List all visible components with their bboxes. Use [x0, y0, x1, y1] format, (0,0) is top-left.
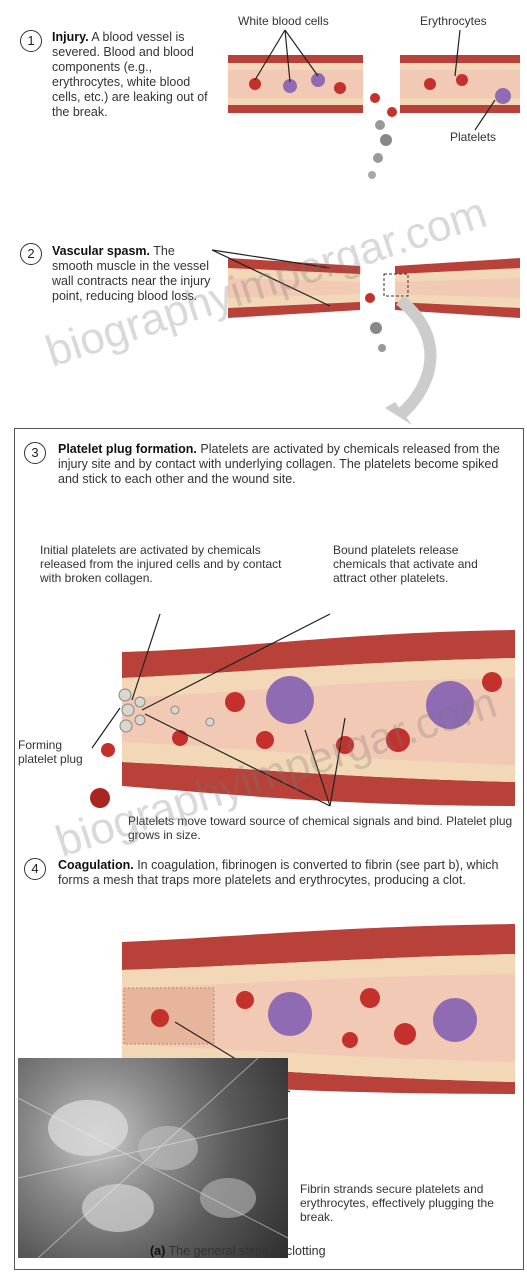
- erythrocyte: [334, 82, 346, 94]
- sem-micrograph-image: [18, 1058, 288, 1258]
- erythrocyte: [394, 1023, 416, 1045]
- step-3-title: Platelet plug formation.: [58, 442, 197, 456]
- label-platelets-move: Platelets move toward source of chemical…: [128, 814, 513, 842]
- figure-caption: (a) The general steps of clotting: [150, 1244, 326, 1259]
- leaking-erythrocyte: [370, 93, 380, 103]
- erythrocyte: [236, 991, 254, 1009]
- step-1-illustration: [0, 0, 527, 200]
- leaking-erythrocyte: [365, 293, 375, 303]
- erythrocyte: [225, 692, 245, 712]
- white-blood-cell: [426, 681, 474, 729]
- leaking-platelet: [368, 171, 376, 179]
- white-blood-cell: [433, 998, 477, 1042]
- step-4-description: Coagulation. In coagulation, fibrinogen …: [58, 858, 513, 888]
- leaking-platelet: [375, 120, 385, 130]
- zoom-arrow: [400, 300, 430, 415]
- white-blood-cell: [268, 992, 312, 1036]
- erythrocyte: [424, 78, 436, 90]
- leaking-platelet: [378, 344, 386, 352]
- erythrocyte: [386, 728, 410, 752]
- erythrocyte: [482, 672, 502, 692]
- erythrocyte: [456, 74, 468, 86]
- step-3-illustration: [0, 610, 527, 830]
- label-bound-platelets: Bound platelets release chemicals that a…: [333, 543, 513, 585]
- erythrocyte: [336, 736, 354, 754]
- erythrocyte: [256, 731, 274, 749]
- leaking-erythrocyte: [90, 788, 110, 808]
- caption-text: The general steps of clotting: [169, 1244, 326, 1258]
- fibrin-clot: [124, 988, 214, 1044]
- step-4-title: Coagulation.: [58, 858, 134, 872]
- erythrocyte: [342, 1032, 358, 1048]
- white-blood-cell: [495, 88, 511, 104]
- leaking-platelet: [380, 134, 392, 146]
- step-2-illustration: [0, 230, 527, 430]
- caption-letter: (a): [150, 1244, 165, 1258]
- step-3-description: Platelet plug formation. Platelets are a…: [58, 442, 513, 487]
- leaking-platelet: [373, 153, 383, 163]
- erythrocyte: [360, 988, 380, 1008]
- label-initial-platelets: Initial platelets are activated by chemi…: [40, 543, 290, 585]
- erythrocyte: [151, 1009, 169, 1027]
- step-3-number: 3: [24, 442, 46, 464]
- white-blood-cell: [266, 676, 314, 724]
- erythrocyte: [172, 730, 188, 746]
- label-fibrin-strands: Fibrin strands secure platelets and eryt…: [300, 1182, 515, 1224]
- leaking-erythrocyte: [101, 743, 115, 757]
- step-4-number: 4: [24, 858, 46, 880]
- leaking-erythrocyte: [387, 107, 397, 117]
- leaking-platelet: [370, 322, 382, 334]
